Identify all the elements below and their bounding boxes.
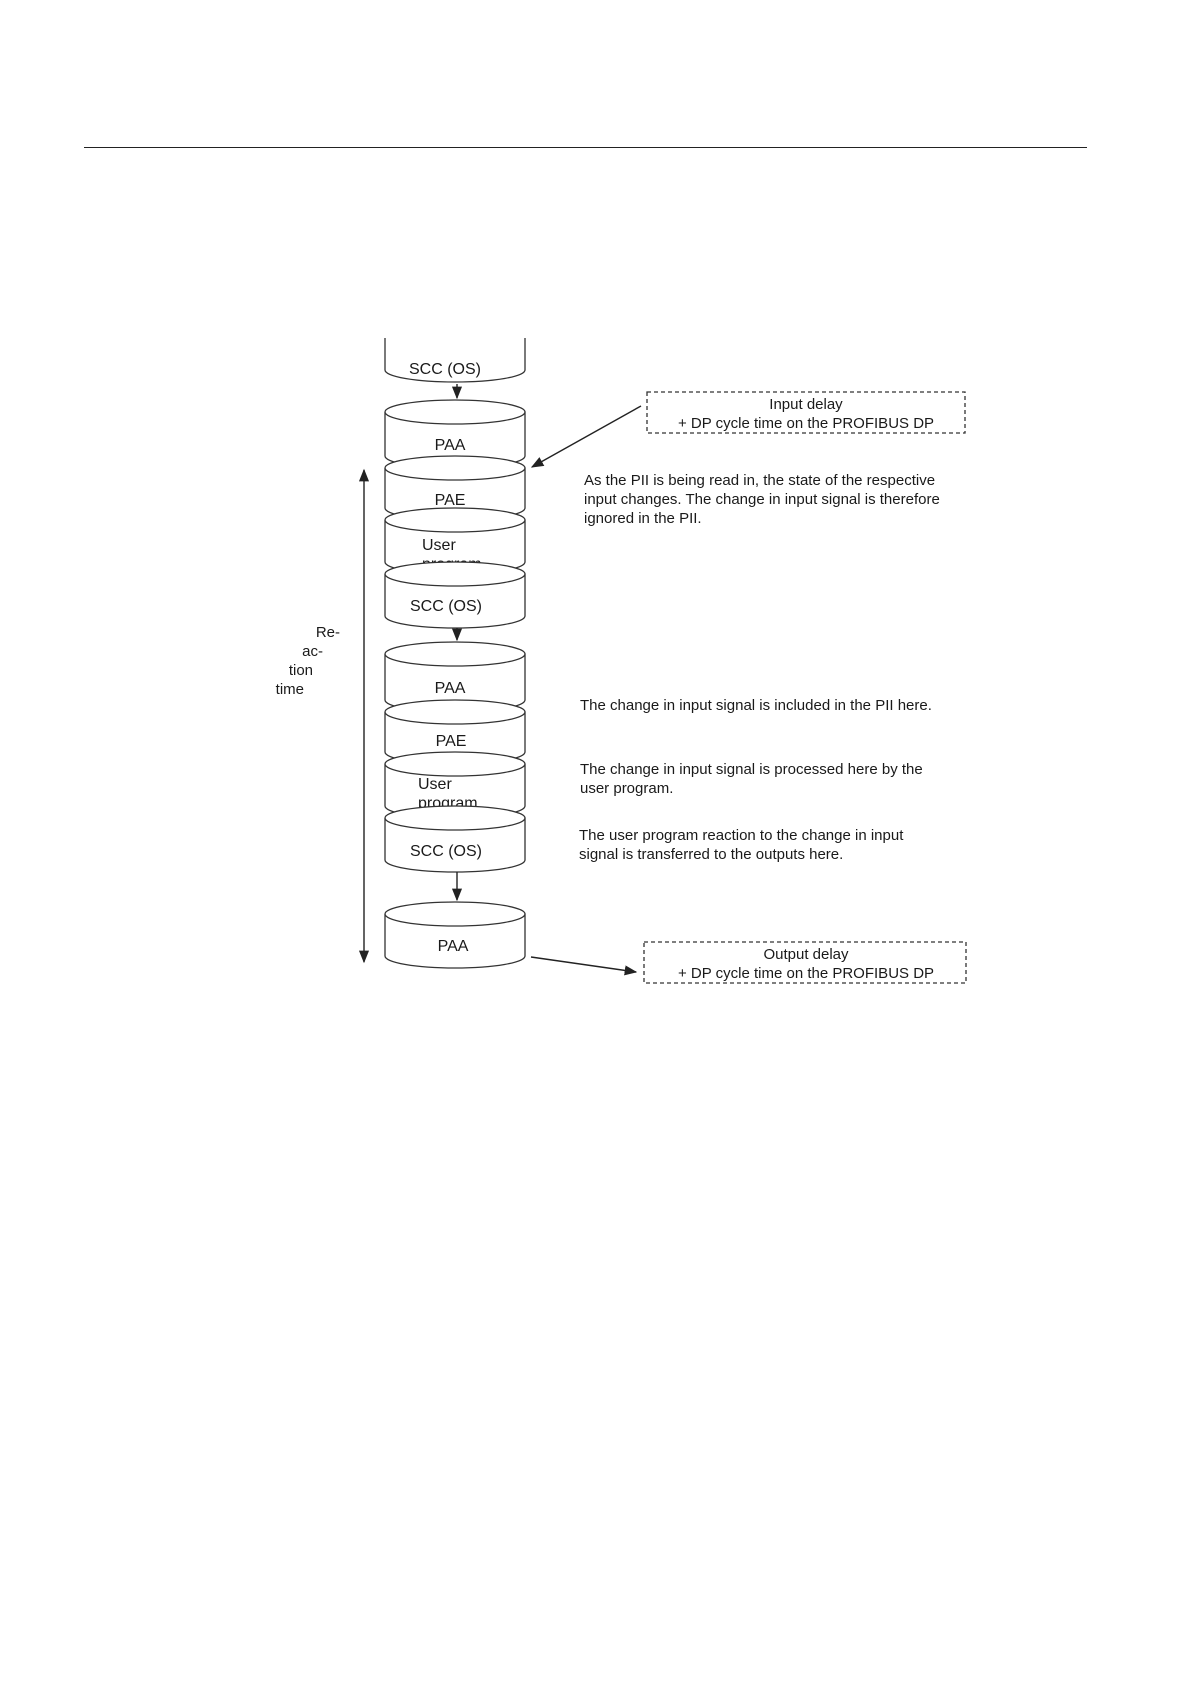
svg-text:tion: tion	[289, 662, 313, 679]
svg-text:signal is transferred to the o: signal is transferred to the outputs her…	[579, 846, 843, 863]
segment-label: SCC (OS)	[409, 361, 481, 378]
svg-text:+ DP cycle time on the PROFIBU: + DP cycle time on the PROFIBUS DP	[678, 415, 934, 432]
svg-text:ignored in the PII.: ignored in the PII.	[584, 510, 702, 527]
output-delay-arrow	[530, 956, 638, 976]
segment-label: SCC (OS)	[410, 843, 482, 860]
note-transferred: The user program reaction to the change …	[579, 827, 904, 863]
svg-text:time: time	[276, 681, 304, 698]
input-delay-box: Input delay + DP cycle time on the PROFI…	[646, 391, 966, 434]
cycle-segment-scc-os: SCC (OS)	[384, 805, 526, 873]
segment-label: User	[418, 776, 452, 793]
note-pii-read: As the PII is being read in, the state o…	[584, 472, 940, 527]
segment-label: PAA	[438, 938, 469, 955]
svg-text:Re-: Re-	[316, 624, 340, 641]
segment-label: SCC (OS)	[410, 598, 482, 615]
header-rule	[84, 147, 1087, 148]
segment-label: User	[422, 537, 456, 554]
svg-text:ac-: ac-	[302, 643, 323, 660]
segment-label: PAA	[435, 437, 466, 454]
svg-text:user program.: user program.	[580, 780, 673, 797]
reaction-time-label: Re- ac- tion time	[276, 624, 340, 698]
segment-label: PAA	[435, 680, 466, 697]
svg-text:+ DP cycle time on the PROFIBU: + DP cycle time on the PROFIBUS DP	[678, 965, 934, 982]
svg-text:Output delay: Output delay	[763, 946, 849, 963]
segment-label: PAE	[436, 733, 467, 750]
note-included: The change in input signal is included i…	[580, 697, 932, 714]
svg-text:As the PII is being read in, t: As the PII is being read in, the state o…	[584, 472, 935, 489]
svg-text:input changes. The change in i: input changes. The change in input signa…	[584, 491, 940, 508]
cycle-segment-paa: PAA	[384, 901, 526, 969]
input-delay-arrow	[530, 405, 642, 468]
svg-text:Input delay: Input delay	[769, 396, 843, 413]
segment-label: PAE	[435, 492, 466, 509]
output-delay-box: Output delay + DP cycle time on the PROF…	[643, 941, 967, 984]
cycle-segment-pae: PAE	[384, 455, 526, 521]
cycle-segment-paa: PAA	[384, 641, 526, 713]
note-processed: The change in input signal is processed …	[580, 761, 923, 797]
svg-text:The user program reaction to t: The user program reaction to the change …	[579, 827, 904, 844]
svg-text:The change in input signal is: The change in input signal is included i…	[580, 697, 932, 714]
cycle-segment-scc-os: SCC (OS)	[384, 561, 526, 629]
cycle-segment-paa: PAA	[384, 399, 526, 469]
svg-text:The change in input signal is: The change in input signal is processed …	[580, 761, 923, 778]
cycle-segment-user-program: User program	[384, 507, 526, 575]
cycle-segment-scc-os: SCC (OS)	[384, 338, 526, 383]
